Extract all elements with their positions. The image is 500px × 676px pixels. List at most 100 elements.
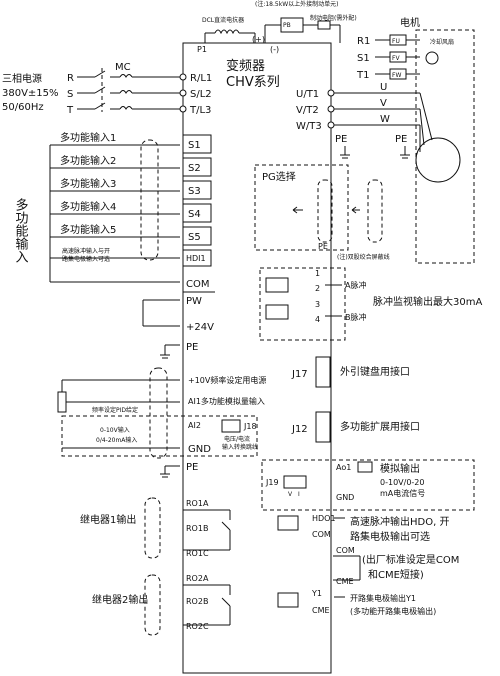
term-hdi1: HDI1	[186, 254, 206, 263]
motor-label: 电机	[400, 16, 420, 29]
inverter-body	[182, 42, 332, 674]
cme-com: COM	[336, 546, 355, 555]
hdo-com: COM	[312, 530, 331, 539]
dcl-coil	[214, 29, 240, 35]
j19-v: V	[288, 491, 293, 498]
j19-jumper	[283, 475, 307, 489]
brake-resistor-label: 制动电阻(需外配)	[310, 14, 357, 22]
mc-label: MC	[115, 62, 131, 73]
relay1-title: 继电器1输出	[80, 513, 136, 526]
pg-arrow-icon	[292, 206, 303, 214]
analog-gnd: GND	[188, 444, 211, 455]
ao-meter-icon	[357, 461, 373, 473]
supply-freq: 50/60Hz	[2, 102, 44, 113]
term-s4: S4	[188, 209, 201, 220]
relay2-ro2b: RO2B	[186, 597, 208, 606]
ai2-current: 0/4-20mA输入	[96, 436, 137, 444]
pe-motor: PE	[395, 134, 407, 145]
cme-term: CME	[336, 577, 354, 586]
term-ut1: U/T1	[296, 89, 319, 100]
cme-text-1: (出厂标准设定是COM	[362, 553, 459, 566]
j12-connector	[315, 411, 331, 443]
term-24v: +24V	[186, 322, 214, 333]
analog-ai2: AI2	[188, 421, 201, 430]
relay1-ro1c: RO1C	[186, 549, 209, 558]
fan-label: 冷却风扇	[430, 38, 454, 46]
term-s5: S5	[188, 232, 201, 243]
term-tl3: T/L3	[189, 105, 211, 116]
pulse-monitor-output: 脉冲监视输出最大30mA	[373, 295, 482, 308]
term-pe-1: PE	[186, 342, 198, 353]
term-rl1: R/L1	[190, 73, 212, 84]
multi-input-label-1: 多功能输入1	[60, 131, 116, 144]
hdo-term: HDO1	[312, 514, 336, 523]
plus-label: (+)	[252, 35, 265, 44]
j18-label: J18	[243, 422, 257, 431]
encoder-shield	[367, 179, 383, 243]
multi-input-label-2: 多功能输入2	[60, 154, 116, 167]
ao-term: Ao1	[336, 463, 351, 472]
multi-input-terminals: S1 S2 S3 S4 S5 HDI1	[182, 134, 212, 267]
ai2-box	[61, 415, 258, 457]
shield-cable-inputs	[140, 139, 159, 261]
hdi-label-2: 路集电极输入可选	[62, 255, 110, 263]
j19-label: J19	[265, 478, 279, 487]
pg-pin-4: 4	[315, 315, 320, 324]
pg-a-pulse: A脉冲	[345, 280, 366, 290]
ao-title: 模拟输出	[380, 462, 420, 475]
phase-t: T	[66, 105, 74, 116]
ao-range-2: mA电流信号	[380, 488, 425, 498]
shield-cable-analog	[149, 367, 168, 459]
ao-gnd: GND	[336, 493, 354, 502]
y1-term: Y1	[311, 589, 322, 598]
j19-i: I	[298, 491, 300, 498]
supply-voltage: 380V±15%	[2, 88, 59, 99]
fan-motor-icon	[425, 51, 439, 65]
y1-cme: CME	[312, 606, 330, 615]
pe-inverter: PE	[335, 134, 347, 145]
optocoupler-b	[265, 304, 289, 320]
term-wt3: W/T3	[296, 121, 322, 132]
ai2-voltage: 0-10V输入	[100, 426, 130, 434]
minus-label: (-)	[270, 45, 279, 54]
term-pe-2: PE	[186, 462, 198, 473]
fan-term-fw: FW	[392, 72, 401, 79]
analog-pid: 频率设定PID给定	[92, 406, 138, 414]
y1-transistor-icon	[277, 592, 299, 608]
motor-phase-w: W	[380, 114, 390, 125]
multi-input-label-3: 多功能输入3	[60, 177, 116, 190]
fan-term-fv: FV	[392, 55, 400, 62]
encoder-arrow-icon	[351, 206, 360, 214]
relay1-shield	[144, 497, 161, 559]
hdo-text-2: 路集电极输出可选	[350, 530, 430, 543]
j17-connector	[315, 356, 331, 388]
relay2-title: 继电器2输出	[92, 593, 148, 606]
ao-range-1: 0-10V/0-20	[380, 478, 424, 487]
supply-lines: R S T	[66, 68, 180, 116]
y1-text-1: 开路集电极输出Y1	[350, 593, 416, 603]
inverter-series: CHV系列	[226, 75, 280, 90]
p1-label: P1	[197, 45, 207, 54]
j17-text: 外引键盘用接口	[340, 365, 410, 378]
motor-circle-icon	[415, 137, 461, 183]
hdo-transistor-icon	[277, 515, 299, 531]
potentiometer-icon	[57, 391, 67, 413]
j17-id: J17	[291, 369, 308, 380]
motor-in-r1: R1	[357, 36, 370, 47]
y1-text-2: (多功能开路集电极输出)	[350, 606, 436, 616]
motor-enclosure	[415, 29, 475, 264]
pb-label: PB	[283, 22, 291, 29]
relay2-ro2a: RO2A	[186, 574, 209, 583]
supply-title: 三相电源	[2, 72, 42, 85]
phase-s: S	[67, 89, 73, 100]
term-com: COM	[186, 279, 209, 290]
top-note: (注:18.5kW以上外接制动单元)	[255, 0, 338, 8]
pg-pin-2: 2	[315, 284, 320, 293]
j18-sub: 电压/电流	[224, 435, 250, 443]
relay1-ro1a: RO1A	[186, 499, 209, 508]
pg-connector	[317, 179, 333, 243]
pg-pin-1: 1	[315, 269, 320, 278]
cme-text-2: 和CME短接)	[368, 568, 424, 581]
pg-b-pulse: B脉冲	[345, 312, 367, 322]
relay2-ro2c: RO2C	[186, 622, 209, 631]
